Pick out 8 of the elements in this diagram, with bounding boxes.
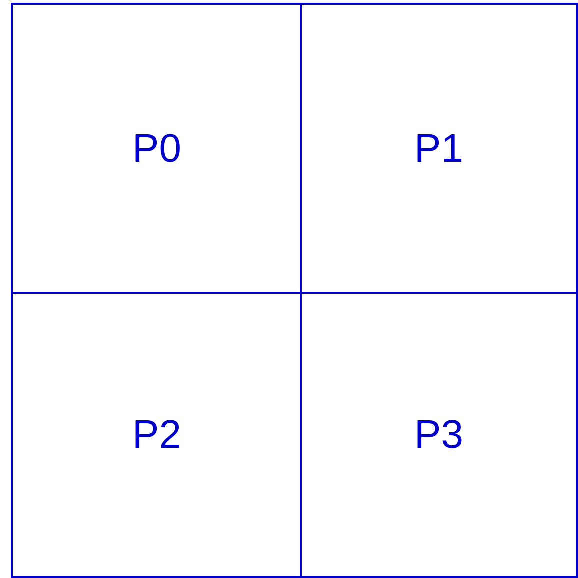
grid-cell-box [11,292,303,578]
partition-label: P0 [132,129,182,169]
grid-cell-box [300,3,578,295]
partition-label: P1 [414,129,464,169]
grid-cell-box [300,292,578,578]
grid-cell-box [11,3,303,295]
partition-label: P3 [414,415,464,455]
partition-label: P2 [132,415,182,455]
